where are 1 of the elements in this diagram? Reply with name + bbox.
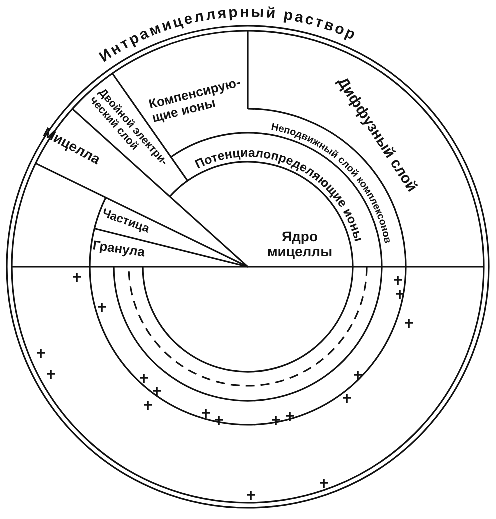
region-label: Гранула [92,238,146,260]
